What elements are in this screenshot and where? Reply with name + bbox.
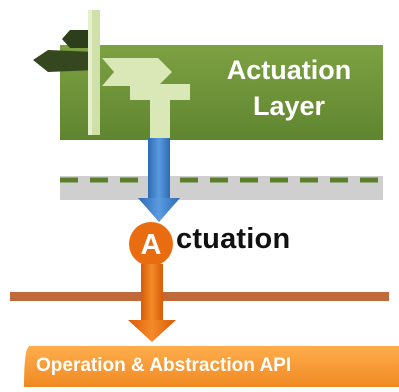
signpost-icon [33, 10, 190, 138]
actuation-initial: A [141, 229, 162, 261]
actuation-layer-title: Actuation Layer [200, 52, 378, 124]
actuation-circle [129, 222, 173, 266]
arrow-down-icon [128, 264, 176, 342]
actuation-label: ctuation [176, 223, 291, 255]
api-bar [24, 346, 399, 387]
boundary-line [10, 292, 389, 301]
actuation-layer-line1: Actuation [226, 55, 352, 85]
actuation-layer-line2: Layer [252, 91, 326, 121]
api-bar-label: Operation & Abstraction API [36, 355, 292, 376]
arrow-down-icon [138, 138, 180, 222]
